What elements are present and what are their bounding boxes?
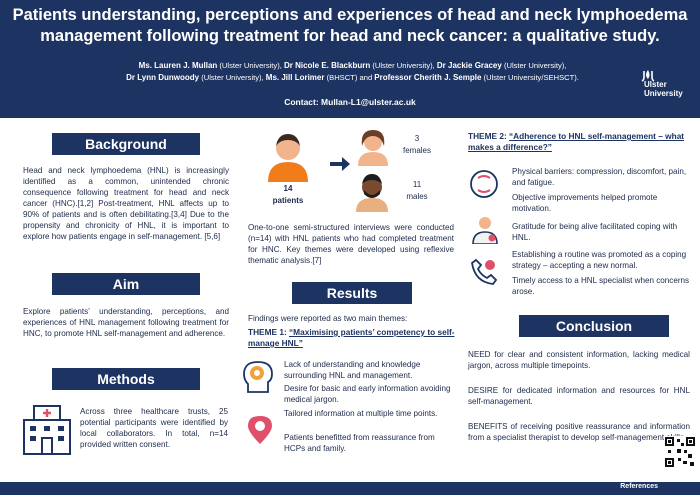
theme-2-item: Gratitude for being alive facilitated co… [512,222,678,242]
female-label: females [402,146,431,155]
male-avatar-icon [356,174,388,212]
methods-text: Across three healthcare trusts, 25 poten… [80,407,228,449]
theme-1-item: Tailored information at multiple time po… [284,409,438,418]
poster-title: Patients understanding, perceptions and … [12,6,688,45]
authors-block: Ms. Lauren J. Mullan (Ulster University)… [100,60,605,84]
authors-line-2: Dr Lynn Dunwoody (Ulster University), Ms… [100,72,605,84]
theme-2-label: THEME 2: [468,131,510,141]
background-text: Head and neck lymphoedema (HNL) is incre… [23,166,229,241]
author-affiliation: (Ulster University), [370,61,437,70]
logo-wordmark: Ulster University [644,80,683,98]
author-affiliation: (Ulster University), [199,73,266,82]
poster-footer: References [0,482,700,495]
author-name: Dr Nicole E. Blackburn [283,61,371,70]
theme-2-title: “Adherence to HNL self-management – what… [468,131,685,152]
references-link[interactable]: References [620,483,658,490]
conclusion-benefits: BENEFITS of receiving positive reassuran… [468,422,690,442]
female-count: 3 [414,134,420,143]
author-name: Dr Lynn Dunwoody [126,73,200,82]
theme-1-item: Patients benefitted from reassurance fro… [284,433,435,453]
male-count: 11 [412,180,422,189]
theme-1-label: THEME 1: [248,327,290,337]
section-heading-results: Results [292,282,412,304]
author-name: Ms. Lauren J. Mullan [138,61,218,70]
patients-label: patients [272,196,304,205]
hospital-icon [23,405,71,455]
theme-1-heading: THEME 1: “Maximising patients’ competenc… [248,327,456,349]
author-name: Ms. Jill Lorimer [265,73,325,82]
author-affiliation: (Ulster University), [501,61,567,70]
section-heading-aim: Aim [52,273,200,295]
qr-code-icon[interactable] [664,436,696,468]
findings-intro: Findings were reported as two main theme… [248,314,408,323]
patients-count: 14 [283,184,293,193]
phone-icon [471,258,498,285]
section-heading-background: Background [52,133,200,155]
contact-email[interactable]: Contact: Mullan-L1@ulster.ac.uk [284,97,416,107]
author-affiliation: (Ulster University), [217,61,284,70]
aim-text: Explore patients’ understanding, percept… [23,307,229,338]
theme-2-item: Timely access to a HNL specialist when c… [512,276,690,296]
study-design-text: One-to-one semi-structured interviews we… [248,223,454,265]
poster-header: Patients understanding, perceptions and … [0,0,700,118]
patient-avatar-icon [268,134,308,182]
conclusion-desire: DESIRE for dedicated information and res… [468,386,690,406]
logo-line-2: University [644,89,683,98]
author-affiliation: (BHSCT) and [324,73,375,82]
theme-2-item: Objective improvements helped promote mo… [512,193,658,213]
theme-2-heading: THEME 2: “Adherence to HNL self-manageme… [468,131,688,153]
female-avatar-icon [358,130,388,166]
physical-barrier-icon [470,170,498,198]
location-pin-icon [248,416,272,444]
author-affiliation: (Ulster University/SEHSCT). [481,73,579,82]
logo-line-1: Ulster [644,80,667,89]
theme-1-item: Desire for basic and early information a… [284,384,451,404]
author-name: Professor Cherith J. Semple [374,73,482,82]
theme-1-item: Lack of understanding and knowledge surr… [284,360,421,380]
doctor-icon [472,217,498,244]
authors-line-1: Ms. Lauren J. Mullan (Ulster University)… [100,60,605,72]
ulster-university-logo [641,70,655,82]
arrow-right-icon [330,157,350,171]
section-heading-methods: Methods [52,368,200,390]
theme-2-item: Establishing a routine was promoted as a… [512,250,687,270]
theme-1-title: “Maximising patients’ competency to self… [248,327,455,348]
theme-2-item: Physical barriers: compression, discomfo… [512,167,687,187]
author-name: Dr Jackie Gracey [436,61,502,70]
section-heading-conclusion: Conclusion [519,315,669,337]
conclusion-need: NEED for clear and consistent informatio… [468,350,690,370]
male-label: males [406,192,428,201]
brain-head-icon [243,361,273,393]
